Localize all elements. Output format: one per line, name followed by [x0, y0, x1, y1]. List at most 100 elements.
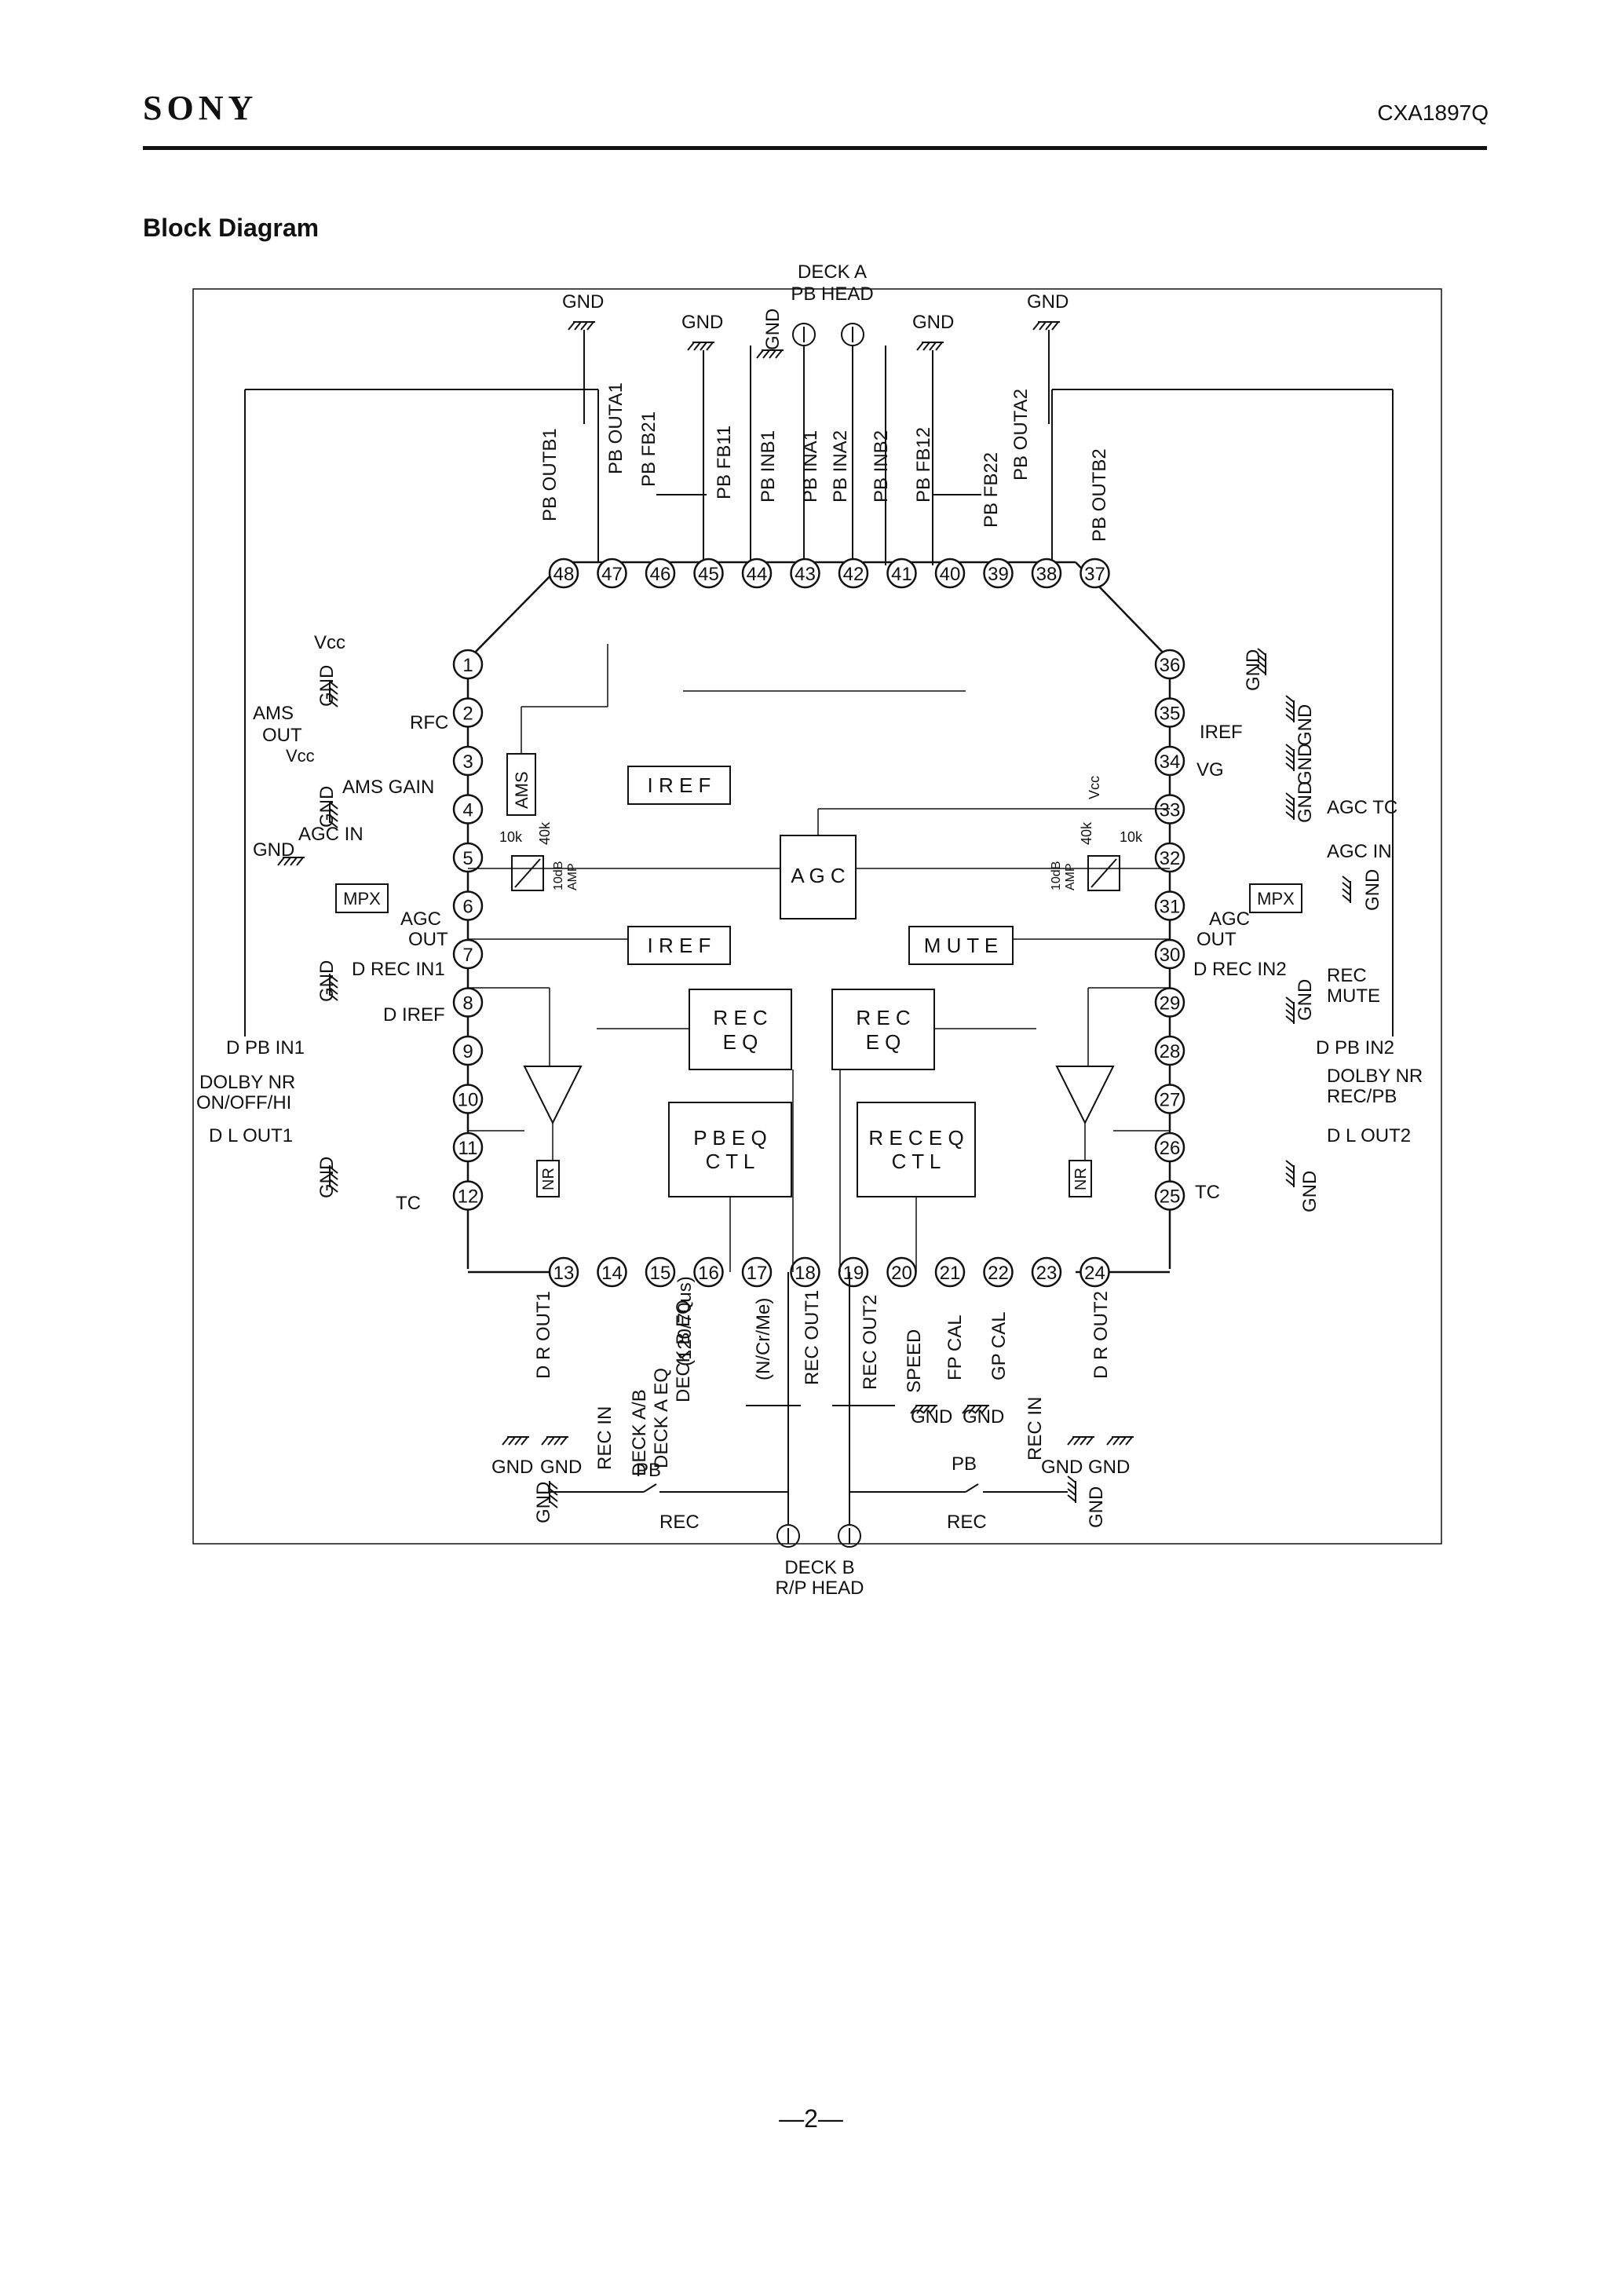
section-title: Block Diagram [143, 214, 320, 242]
bottom-pin-label-9: REC OUT2 [860, 1295, 881, 1390]
part-number: CXA1897Q [1377, 101, 1489, 125]
bottom-pin-label-8: REC OUT1 [802, 1290, 823, 1385]
deck-a-head-icon [792, 323, 864, 562]
top-pin-label-5: PB INB1 [758, 430, 779, 503]
pin-20: 20 [886, 1256, 917, 1288]
deck-b-label-2: R/P HEAD [776, 1578, 864, 1599]
deck-a-label-2: PB HEAD [791, 283, 873, 305]
gnd-label: GND [253, 839, 294, 861]
pin-39: 39 [983, 558, 1014, 589]
gnd-icon [1285, 744, 1295, 772]
pin-number-28: 28 [1160, 1041, 1181, 1062]
pin-12: 12 [452, 1180, 484, 1211]
pin-number-23: 23 [1036, 1263, 1058, 1284]
pin-28: 28 [1154, 1035, 1185, 1066]
svg-text:P B E Q: P B E Q [693, 1126, 766, 1150]
pin-45: 45 [693, 558, 724, 589]
gnd-icon [756, 349, 784, 359]
pin-number-19: 19 [843, 1263, 864, 1284]
svg-text:M U T E: M U T E [924, 934, 998, 957]
mute-block: M U T E [908, 926, 1014, 965]
right-agc-label: AGC [1209, 909, 1250, 930]
brand-logo: SONY [143, 89, 258, 127]
pin-1: 1 [452, 649, 484, 680]
pin-30: 30 [1154, 938, 1185, 970]
gnd-label: GND [491, 1457, 533, 1478]
opamp-left [523, 1066, 583, 1125]
pin-number-38: 38 [1036, 564, 1058, 585]
pin-number-18: 18 [795, 1263, 816, 1284]
top-external-network [244, 330, 1394, 1036]
pin-number-44: 44 [747, 564, 768, 585]
page-number: —2— [779, 2104, 843, 2133]
gnd-icon [1342, 876, 1351, 904]
pin-number-29: 29 [1160, 993, 1181, 1015]
left-d-pb-in1-label: D PB IN1 [226, 1037, 305, 1058]
deck-b-label-1: DECK B [784, 1557, 854, 1578]
right-rec-label: REC [1327, 965, 1367, 986]
rec-eq-right-block: R E C E Q [831, 989, 935, 1070]
header-rule [143, 146, 1487, 150]
gnd-icon [1285, 996, 1295, 1025]
pb-switch-right-label: PB [952, 1453, 977, 1475]
right-dolby-label-2: REC/PB [1327, 1086, 1397, 1107]
pin-16: 16 [693, 1256, 724, 1288]
pin-37: 37 [1080, 558, 1110, 589]
svg-text:40k: 40k [1079, 821, 1094, 845]
pin-24: 24 [1080, 1256, 1110, 1288]
pin-number-21: 21 [940, 1263, 961, 1284]
right-mute-label: MUTE [1327, 985, 1380, 1007]
left-d-l-out1-label: D L OUT1 [209, 1125, 293, 1146]
right-tc-label: TC [1195, 1182, 1220, 1203]
pin-number-13: 13 [553, 1263, 575, 1284]
gnd-label: GND [1295, 744, 1316, 785]
left-d-iref-label: D IREF [383, 1004, 445, 1026]
pin-number-2: 2 [462, 704, 473, 725]
bottom-pin-label-6: (120/70us) [674, 1276, 696, 1366]
top-pin-label-11: PB OUTA2 [1010, 389, 1032, 481]
pin-36: 36 [1154, 649, 1185, 680]
left-ams-label: AMS [253, 703, 294, 724]
pin-26: 26 [1154, 1132, 1185, 1163]
pin-number-43: 43 [795, 564, 816, 585]
bottom-pin-label-2: REC IN [594, 1406, 616, 1470]
svg-text:AMP: AMP [566, 863, 579, 890]
pin-43: 43 [790, 558, 820, 589]
pin-11: 11 [452, 1132, 484, 1163]
left-ams-gain-label: AMS GAIN [342, 777, 434, 798]
rec-eq-left-block: R E C E Q [689, 989, 792, 1070]
left-out-label: OUT [262, 725, 302, 746]
top-pin-label-4: PB FB11 [714, 426, 735, 499]
pin-14: 14 [597, 1256, 627, 1288]
gnd-label: GND [1362, 869, 1383, 911]
svg-text:40k: 40k [537, 821, 553, 845]
bottom-external-network [550, 1405, 1068, 1493]
svg-text:10k: 10k [499, 829, 523, 845]
left-dolby-label-1: DOLBY NR [199, 1072, 295, 1093]
gnd-icon [916, 342, 944, 351]
top-pin-label-12: PB OUTB2 [1089, 448, 1110, 542]
pin-number-22: 22 [988, 1263, 1009, 1284]
gnd-label: GND [1088, 1457, 1130, 1478]
gnd-label: GND [963, 1406, 1004, 1428]
gnd-label: GND [911, 1406, 952, 1428]
pbeq-ctl-block: P B E Q C T L [668, 1102, 792, 1197]
gnd-label: GND [316, 1157, 338, 1198]
svg-text:NR: NR [1072, 1168, 1090, 1190]
gnd-icon [568, 321, 596, 331]
gnd-label: GND [562, 291, 604, 313]
internal-wiring [468, 644, 1170, 1272]
pin-2: 2 [452, 697, 484, 728]
left-d-rec-in1-label: D REC IN1 [352, 959, 445, 980]
svg-text:MPX: MPX [1257, 889, 1295, 909]
pin-number-33: 33 [1160, 800, 1181, 821]
bottom-pin-label-10: SPEED [904, 1329, 925, 1393]
pin-number-12: 12 [458, 1186, 479, 1208]
gnd-label: GND [1086, 1486, 1107, 1528]
right-dolby-label-1: DOLBY NR [1327, 1066, 1423, 1087]
pin-4: 4 [452, 794, 484, 824]
left-agc-in-label: AGC IN [298, 824, 363, 845]
deck-a-label-1: DECK A [798, 261, 867, 283]
left-vcc3-label: Vcc [286, 746, 315, 766]
